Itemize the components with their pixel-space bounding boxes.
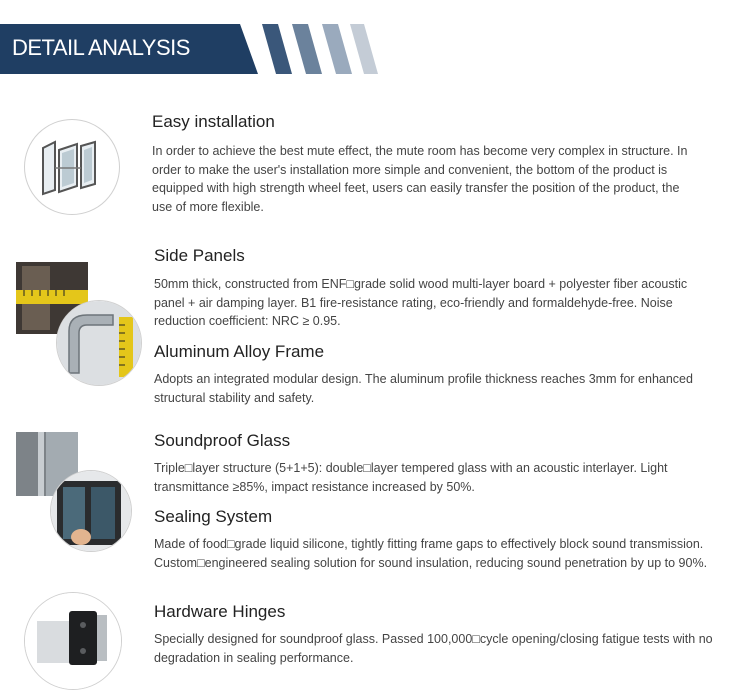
page-title: DETAIL ANALYSIS	[12, 35, 190, 60]
banner-bar	[0, 24, 258, 74]
aluminum-profile-icon	[57, 301, 141, 385]
heading-soundproof-glass: Soundproof Glass	[154, 431, 291, 450]
door-frame-icon	[42, 140, 96, 196]
sealing-circle	[50, 470, 132, 552]
text-easy-installation: In order to achieve the best mute effect…	[152, 144, 688, 214]
measuring-tape-panel-icon	[16, 262, 88, 334]
sealing-gasket-icon	[51, 471, 131, 551]
heading-sealing-system: Sealing System	[154, 507, 273, 526]
banner-stripe	[292, 24, 322, 74]
banner-stripe	[262, 24, 292, 74]
heading-hardware-hinges: Hardware Hinges	[154, 602, 286, 621]
text-soundproof-glass: Triple□layer structure (5+1+5): double□l…	[154, 461, 668, 494]
banner-stripe	[322, 24, 352, 74]
hinge-image-circle	[24, 592, 122, 690]
text-hardware-hinges: Specially designed for soundproof glass.…	[154, 632, 713, 665]
heading-easy-installation: Easy installation	[152, 112, 275, 131]
banner-stripe	[350, 24, 378, 74]
detail-analysis-banner: DETAIL ANALYSIS	[0, 24, 744, 74]
heading-aluminum-frame: Aluminum Alloy Frame	[154, 342, 325, 361]
text-side-panels: 50mm thick, constructed from ENF□grade s…	[154, 277, 688, 328]
heading-side-panels: Side Panels	[154, 246, 245, 265]
aluminum-frame-circle	[56, 300, 142, 386]
text-sealing-system: Made of food□grade liquid silicone, tigh…	[154, 537, 708, 570]
text-aluminum-frame: Adopts an integrated modular design. The…	[154, 372, 693, 405]
hinge-icon	[25, 593, 121, 689]
installation-image-circle	[24, 119, 120, 215]
